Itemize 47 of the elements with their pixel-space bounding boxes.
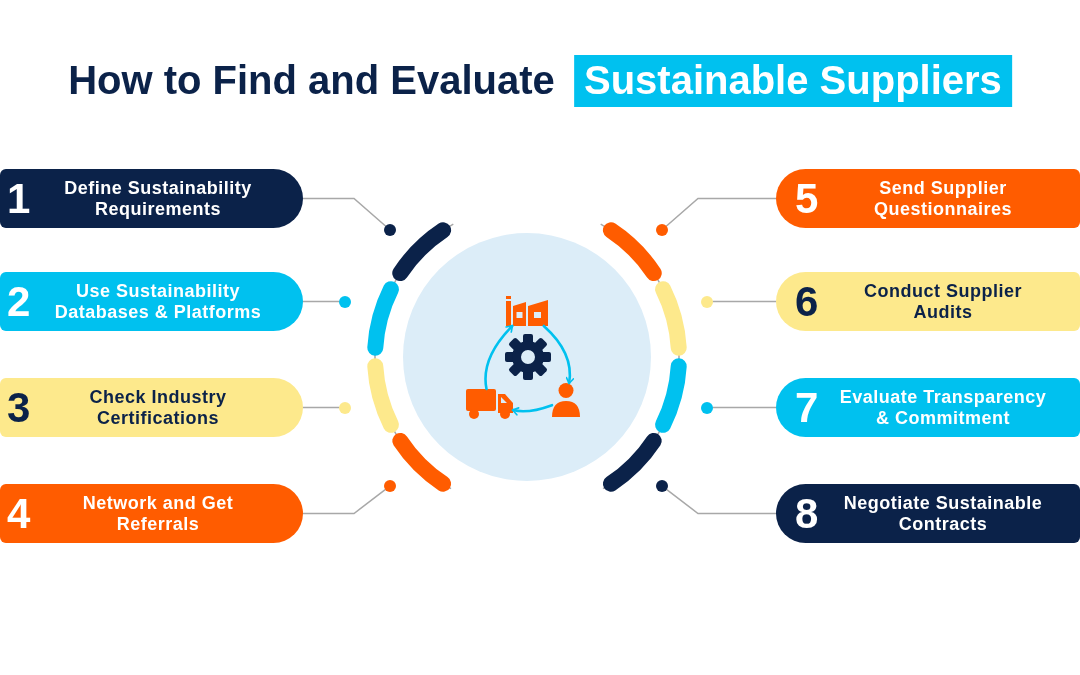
step-title: Use Sustainability Databases & Platforms <box>54 280 262 323</box>
truck-icon <box>466 389 513 419</box>
step-number: 7 <box>795 386 819 429</box>
step-number: 4 <box>7 492 31 535</box>
curved-arrow <box>511 403 554 416</box>
step-pill <box>0 272 303 331</box>
step-pill <box>776 484 1080 543</box>
title: How to Find and Evaluate Sustainable Suppliers <box>68 52 1012 108</box>
step-title: Negotiate Sustainable Contracts <box>843 492 1043 535</box>
step-title: Conduct Supplier Audits <box>863 280 1023 323</box>
curved-arrow <box>542 324 575 385</box>
connector-dot <box>384 480 396 492</box>
step-number: 5 <box>795 177 819 220</box>
step-title: Evaluate Transparency & Commitment <box>839 386 1047 429</box>
leader-line <box>666 488 777 515</box>
leader-line <box>302 406 340 409</box>
person-icon <box>552 383 580 417</box>
curved-arrow <box>484 324 514 391</box>
connector-dot <box>339 401 351 414</box>
leader-line <box>302 197 387 227</box>
step-pill <box>0 169 303 228</box>
step-pill <box>0 484 303 543</box>
connector-dot <box>701 401 713 414</box>
step-number: 8 <box>795 492 819 535</box>
step-number: 1 <box>7 177 31 220</box>
step-number: 2 <box>7 280 31 323</box>
leader-line <box>712 300 777 303</box>
leader-line <box>665 197 777 227</box>
step-title: Network and Get Referrals <box>82 492 234 535</box>
step-pill <box>776 169 1080 228</box>
leader-line <box>302 488 386 515</box>
step-title: Define Sustainability Requirements <box>63 177 253 220</box>
leader-line <box>302 300 340 303</box>
factory-icon <box>506 296 548 326</box>
step-number: 3 <box>7 386 31 429</box>
step-number: 6 <box>795 280 819 323</box>
step-pill <box>0 378 303 437</box>
leader-line <box>712 406 777 409</box>
step-pill <box>776 378 1080 437</box>
connector-dot <box>656 224 668 236</box>
connector-dot <box>656 480 668 492</box>
connector-dot <box>384 224 396 236</box>
step-title: Send Supplier Questionnaires <box>873 177 1013 220</box>
step-pill <box>776 272 1080 331</box>
step-title: Check Industry Certifications <box>88 386 228 429</box>
connector-dot <box>701 295 713 308</box>
connector-dot <box>339 295 351 308</box>
